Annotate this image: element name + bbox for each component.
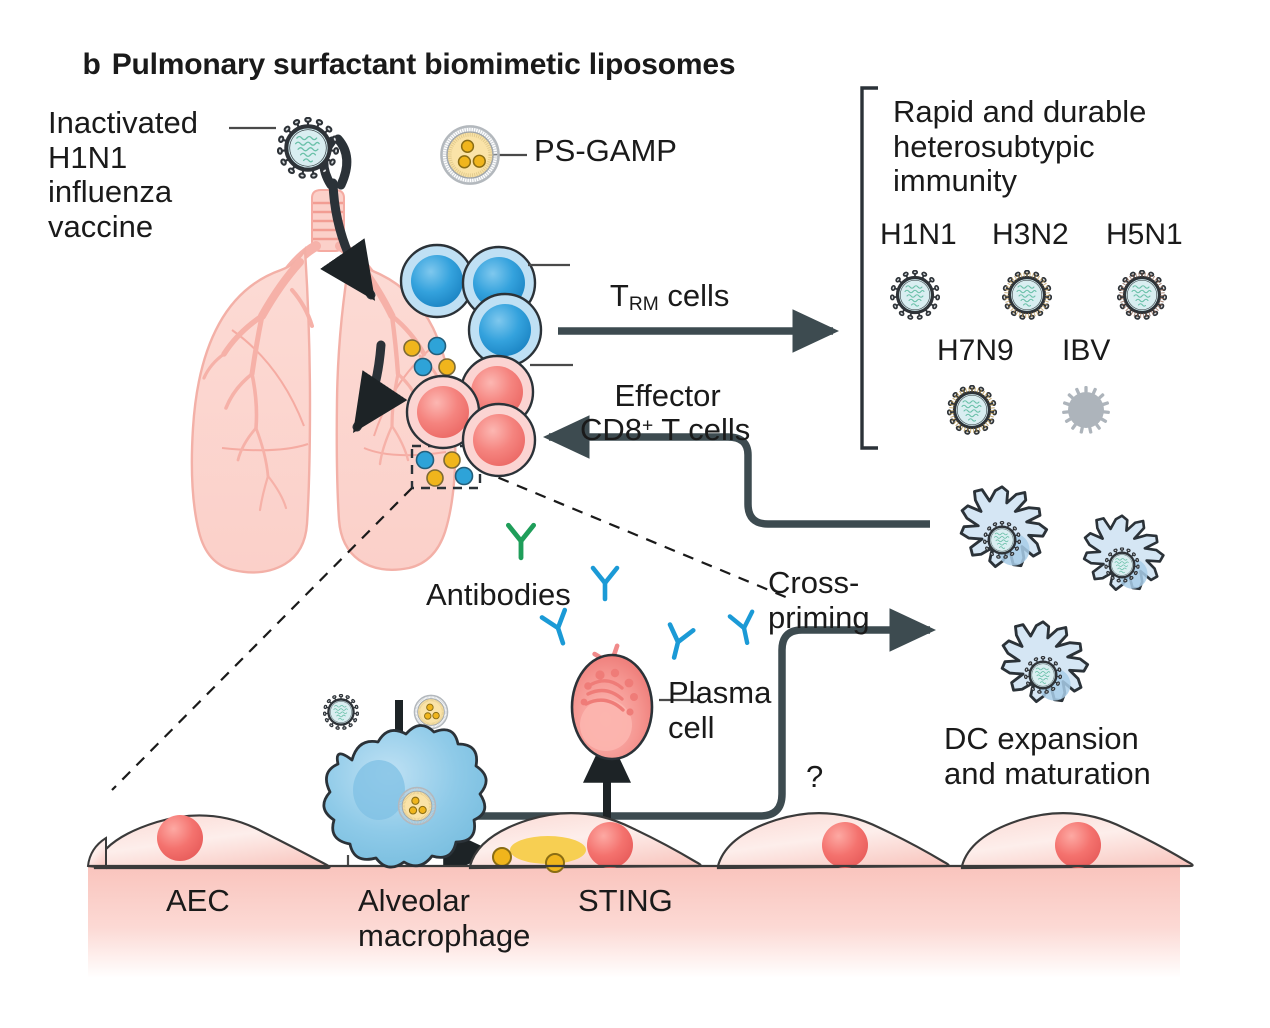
panel-title: b Pulmonary surfactant biomimetic liposom…	[50, 14, 736, 115]
trm-subscript: RM	[628, 293, 659, 315]
antibody-blue-1	[593, 568, 617, 599]
trm-tail: cells	[658, 277, 730, 313]
aec-nucleus-4	[1055, 822, 1101, 868]
strain-label-h7n9: H7N9	[937, 334, 1014, 367]
outcome-bracket	[860, 86, 878, 450]
strain-label-h3n2: H3N2	[992, 218, 1069, 251]
trm-t: T	[609, 277, 629, 313]
antibody-blue-4	[730, 612, 758, 646]
lung-particle-cluster-lower	[410, 444, 482, 490]
outcome-virion-h5n1	[1117, 270, 1167, 320]
label-question-mark: ?	[806, 759, 824, 794]
strain-label-h5n1: H5N1	[1106, 218, 1183, 251]
antibody-blue-3	[662, 625, 693, 661]
influenza-virus-particle	[278, 118, 339, 178]
panel-letter: b	[82, 47, 101, 81]
outcome-virion-h3n2	[1002, 270, 1052, 320]
aec-nucleus-2	[587, 822, 633, 868]
label-inactivated-vaccine: Inactivated H1N1 influenza vaccine	[48, 105, 198, 245]
label-effector-cd8: Effector CD8+ T cells	[580, 344, 750, 483]
alveolar-macrophage	[322, 724, 488, 869]
panel-title-text: Pulmonary surfactant biomimetic liposome…	[111, 47, 736, 81]
strain-label-ibv: IBV	[1062, 334, 1111, 367]
antibody-green	[508, 525, 533, 558]
ps-gamp-liposome	[441, 126, 498, 183]
alveolar-epithelium	[86, 812, 1194, 978]
outcome-heading: Rapid and durable heterosubtypic immunit…	[893, 94, 1147, 199]
outcome-virion-h1n1	[890, 270, 940, 320]
aec-cell-1	[93, 814, 331, 870]
bottom-virus-particle	[322, 693, 360, 731]
flow-arrows	[400, 309, 936, 820]
dendritic-cell-3	[1000, 620, 1090, 704]
strain-label-h1n1: H1N1	[880, 218, 957, 251]
aec-nucleus-3	[822, 822, 868, 868]
label-cross-priming: Cross- priming	[768, 565, 870, 635]
arrow-cross-priming	[543, 415, 930, 528]
label-plasma-cell: Plasma cell	[668, 675, 772, 745]
label-trm-cells: TRM cells	[576, 244, 729, 350]
effector-cd8-cell-group	[405, 354, 537, 478]
magnification-callout	[111, 468, 789, 791]
dendritic-cell-1	[959, 485, 1049, 569]
lungs-illustration	[190, 189, 457, 574]
outcome-virion-h7n9	[947, 385, 997, 435]
effector-tail: T cells	[653, 412, 751, 448]
lung-particle-cluster-upper	[403, 336, 456, 377]
label-sting: STING	[578, 883, 673, 918]
outcome-virion-ibv	[1062, 386, 1110, 434]
dendritic-cell-2	[1082, 514, 1165, 591]
label-dc-expansion: DC expansion and maturation	[944, 721, 1151, 791]
plasma-cell	[570, 653, 654, 761]
effector-superscript: +	[642, 415, 654, 437]
label-alveolar-macrophage: Alveolar macrophage	[358, 883, 531, 953]
aec-cell-edge	[86, 836, 107, 870]
label-aec: AEC	[166, 883, 230, 918]
sting-organelle	[510, 836, 586, 864]
trm-cell-group	[399, 243, 543, 368]
aec-nucleus-1	[157, 815, 203, 861]
effector-line: Effector CD8	[580, 377, 721, 448]
arrow-dc-expansion	[400, 608, 936, 820]
label-ps-gamp: PS-GAMP	[534, 133, 677, 168]
bottom-liposome-particle	[413, 694, 449, 730]
cgamp-payload	[457, 139, 486, 169]
antibody-blue-2	[542, 610, 574, 647]
label-antibodies: Antibodies	[426, 577, 571, 612]
